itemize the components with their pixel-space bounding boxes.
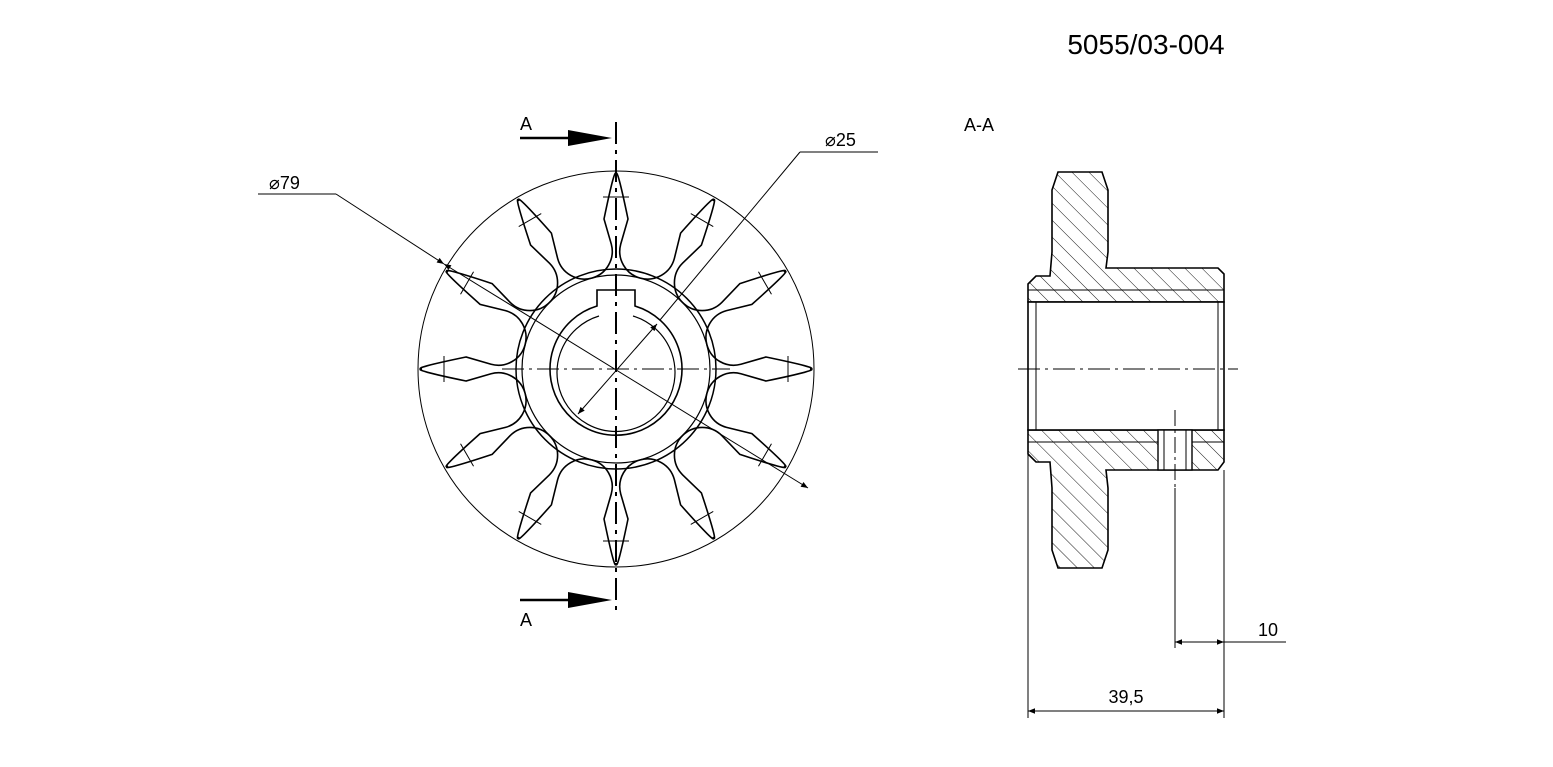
section-arrow-bottom-head	[568, 592, 612, 608]
drawing-number: 5055/03-004	[1067, 29, 1224, 60]
sprocket-front-view: A A ⌀79 ⌀25	[258, 114, 878, 630]
dim-10-label: 10	[1258, 620, 1278, 640]
section-title: A-A	[964, 115, 994, 135]
tooth-tip-line	[518, 511, 542, 525]
sprocket-section-view: A-A 10 39,5	[964, 115, 1286, 718]
tooth-tip-line	[518, 213, 542, 227]
dim-39-label: 39,5	[1108, 687, 1143, 707]
section-label-bottom: A	[520, 610, 532, 630]
tooth-tip-line	[690, 511, 714, 525]
dim-outer-label: ⌀79	[269, 173, 300, 193]
dim-outer-line	[443, 263, 809, 489]
section-label-top: A	[520, 114, 532, 134]
tooth-tip-line	[690, 213, 714, 227]
bore-region	[1027, 301, 1225, 431]
dim-bore-leader	[659, 151, 801, 321]
section-bottom-hatched-region	[1027, 429, 1225, 569]
section-top-hatched-region	[1027, 171, 1225, 303]
dim-bore-line	[577, 323, 658, 415]
dim-outer-leader	[335, 193, 445, 265]
dim-bore-label: ⌀25	[825, 130, 856, 150]
section-arrow-top-head	[568, 130, 612, 146]
